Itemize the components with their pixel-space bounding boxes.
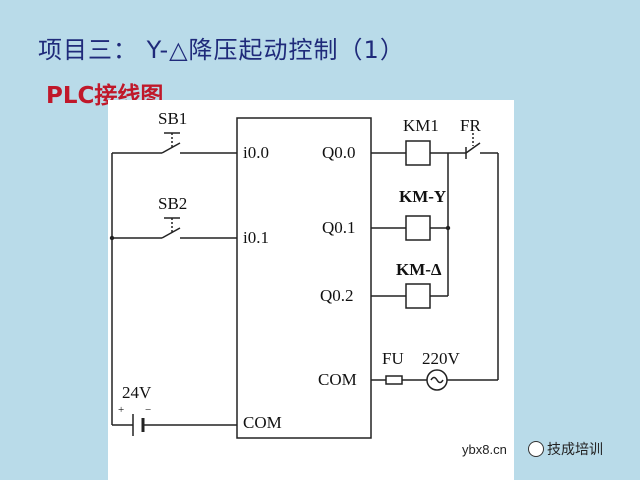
sb2-label: SB2	[158, 194, 187, 213]
fu-label: FU	[382, 349, 404, 368]
q01-label: Q0.1	[322, 218, 356, 237]
supply-minus-label: −	[145, 404, 151, 416]
fuse	[385, 375, 403, 385]
brand-watermark: 技成培训	[528, 439, 603, 459]
input-com-label: COM	[243, 413, 282, 432]
km1-coil	[405, 140, 431, 166]
dc-supply-24v	[111, 383, 237, 436]
km1-label: KM1	[403, 116, 439, 135]
brand-name: 技成培训	[547, 442, 603, 458]
brand-logo-icon	[528, 441, 544, 457]
sb2-switch	[112, 217, 237, 239]
fr-label: FR	[460, 116, 481, 135]
fr-contact	[452, 133, 498, 159]
i01-label: i0.1	[243, 228, 269, 247]
q00-label: Q0.0	[322, 143, 356, 162]
plc-module	[236, 117, 372, 439]
ac-voltage-label: 220V	[422, 349, 461, 368]
site-watermark: ybx8.cn	[460, 442, 509, 457]
km-delta-coil	[405, 283, 431, 309]
q02-label: Q0.2	[320, 286, 354, 305]
supply-voltage-label: 24V	[122, 383, 152, 402]
diagram-panel	[108, 100, 514, 480]
sb1-switch	[112, 132, 237, 154]
output-com-label: COM	[318, 370, 357, 389]
km-y-label: KM-Y	[399, 187, 446, 206]
i00-label: i0.0	[243, 143, 269, 162]
slide-title: 项目三： Y-△降压起动控制（1）	[38, 36, 405, 64]
km-y-coil	[405, 215, 431, 241]
km-delta-label: KM-Δ	[396, 260, 442, 279]
sb1-label: SB1	[158, 109, 187, 128]
supply-plus-label: +	[118, 404, 124, 416]
